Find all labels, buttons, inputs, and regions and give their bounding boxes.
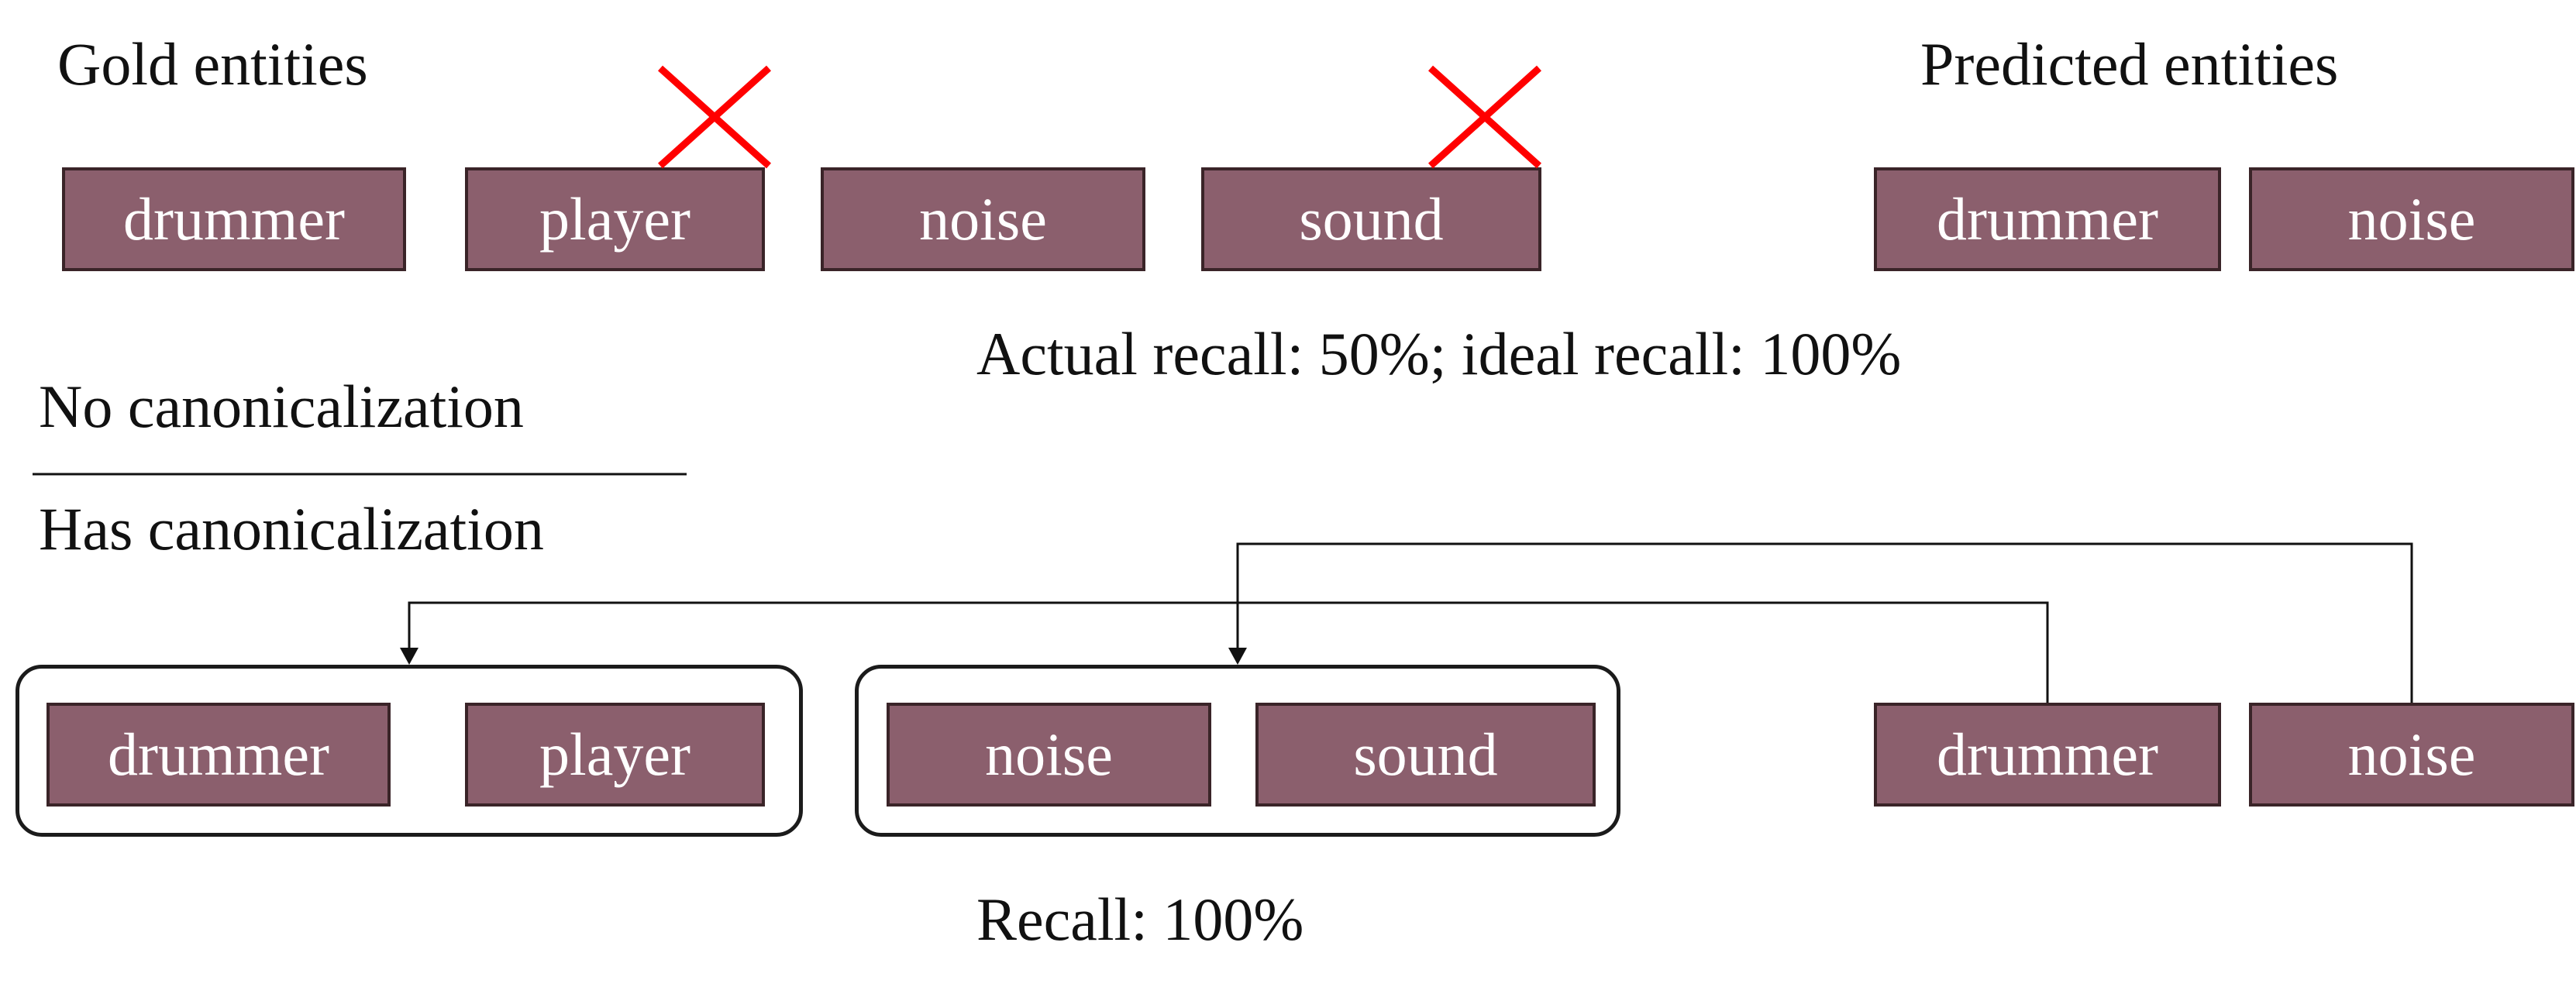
group1-entity-player: player — [465, 703, 765, 807]
gold-entity-drummer: drummer — [62, 167, 406, 271]
no-canonicalization-label: No canonicalization — [39, 373, 524, 440]
gold-entities-title: Gold entities — [57, 30, 368, 98]
canonical-group-2 — [855, 665, 1620, 837]
cross-mark-icon — [657, 65, 772, 169]
gold-entity-sound: sound — [1201, 167, 1541, 271]
bottom-predicted-entity-drummer: drummer — [1874, 703, 2221, 807]
cross-mark-icon — [1427, 65, 1542, 169]
gold-entity-player: player — [465, 167, 765, 271]
group2-entity-noise: noise — [887, 703, 1211, 807]
connector-drummer-to-group1 — [408, 601, 2049, 703]
group1-entity-drummer: drummer — [46, 703, 391, 807]
bottom-predicted-entity-noise: noise — [2249, 703, 2574, 807]
gold-entity-noise: noise — [821, 167, 1145, 271]
predicted-entity-drummer: drummer — [1874, 167, 2221, 271]
top-recall-text: Actual recall: 50%; ideal recall: 100% — [976, 320, 1902, 387]
bottom-recall-text: Recall: 100% — [976, 886, 1304, 953]
group2-entity-sound: sound — [1255, 703, 1596, 807]
arrow-icon — [400, 648, 418, 665]
arrow-icon — [1228, 648, 1247, 665]
connector-noise-to-group2 — [1236, 542, 2413, 703]
canonical-group-1 — [15, 665, 803, 837]
predicted-entity-noise: noise — [2249, 167, 2574, 271]
predicted-entities-title: Predicted entities — [1920, 30, 2339, 98]
has-canonicalization-label: Has canonicalization — [39, 495, 544, 562]
